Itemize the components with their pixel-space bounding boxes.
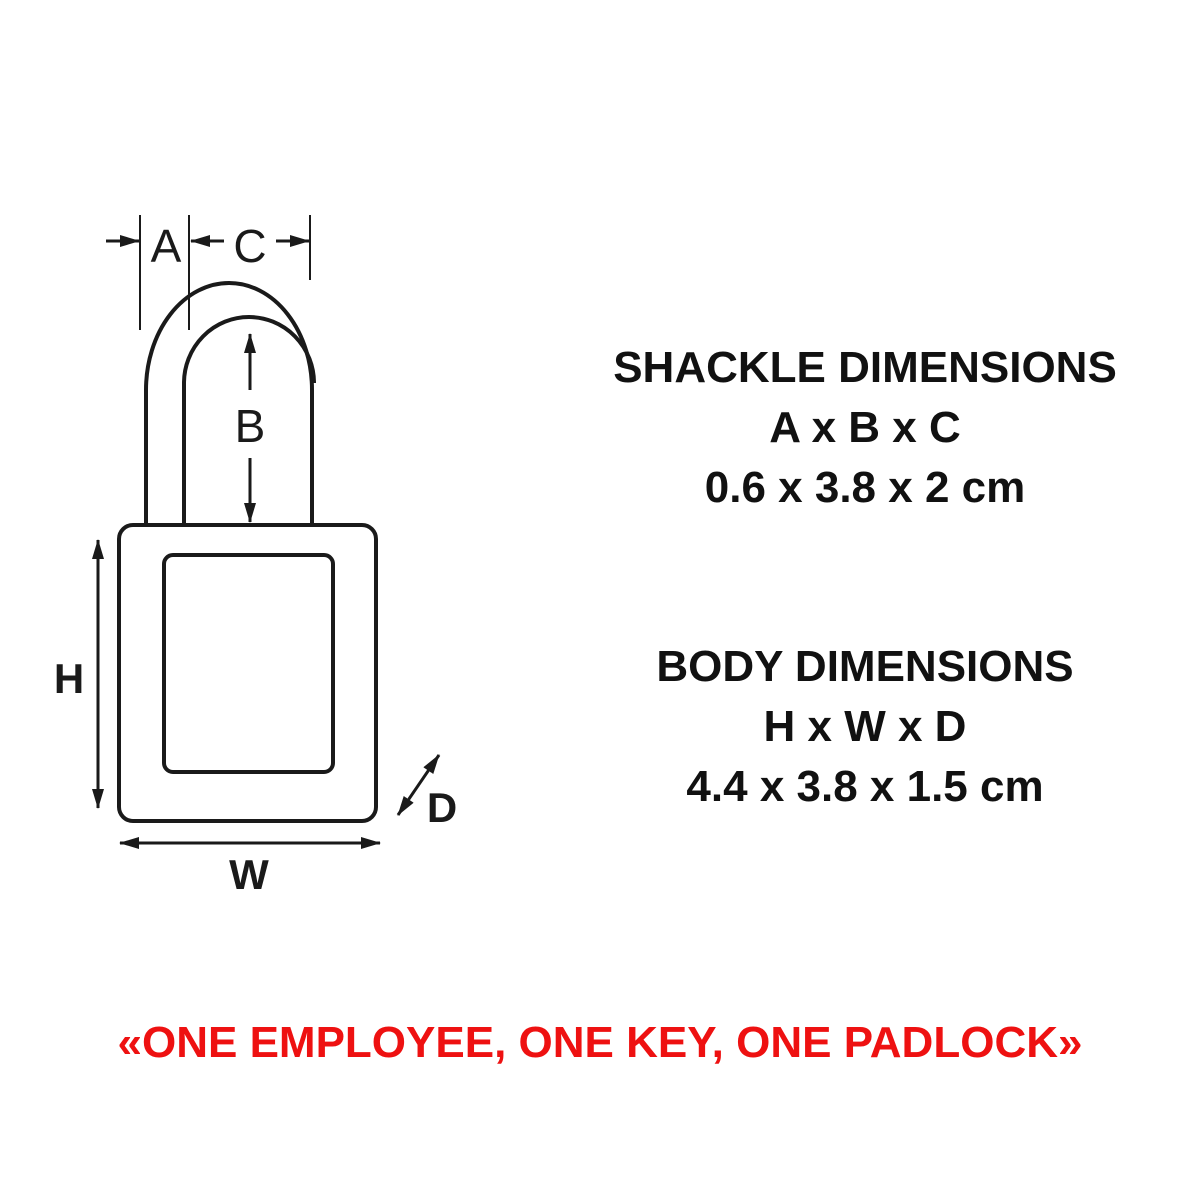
dimension-d-label: D [427, 784, 457, 831]
padlock-label-panel [162, 553, 335, 774]
padlock-body-outline [117, 523, 378, 823]
dimension-a-label: A [151, 220, 182, 272]
slogan-text: «ONE EMPLOYEE, ONE KEY, ONE PADLOCK» [117, 1018, 1083, 1067]
body-dimensions-title: BODY DIMENSIONS [656, 642, 1074, 691]
body-dimensions-block: BODY DIMENSIONS H x W x D 4.4 x 3.8 x 1.… [560, 637, 1170, 817]
dimension-w-label: W [229, 851, 269, 898]
dimension-c-label: C [233, 220, 266, 272]
shackle-dimensions-formula: A x B x C [769, 403, 961, 452]
shackle-inner-outline [182, 315, 316, 525]
shackle-dimensions-values: 0.6 x 3.8 x 2 cm [704, 463, 1026, 512]
padlock-shackle [144, 281, 316, 525]
dimension-h-label: H [54, 655, 84, 702]
dimension-b-label: B [235, 400, 266, 452]
extension-lines [139, 215, 311, 330]
body-dimensions-formula: H x W x D [763, 702, 967, 751]
dimension-d-arrow [396, 754, 441, 816]
shackle-dimensions-block: SHACKLE DIMENSIONS A x B x C 0.6 x 3.8 x… [560, 338, 1170, 518]
shackle-dimensions-title: SHACKLE DIMENSIONS [613, 343, 1117, 392]
body-dimensions-values: 4.4 x 3.8 x 1.5 cm [686, 762, 1044, 811]
